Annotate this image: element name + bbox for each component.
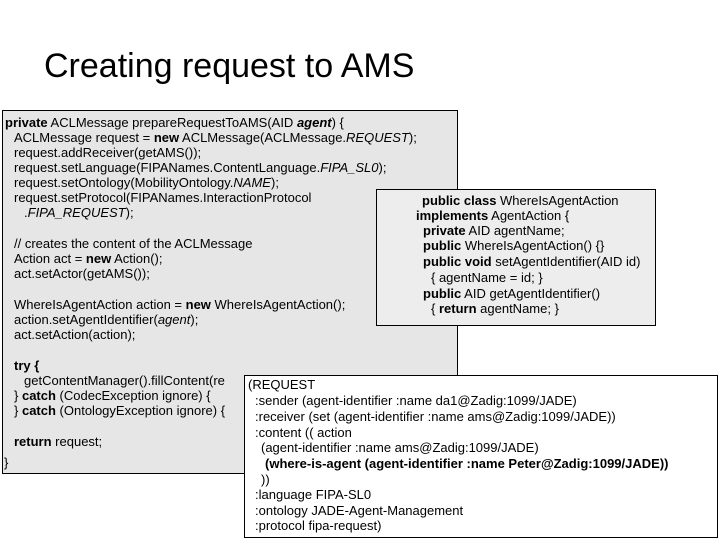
acl-line: :language FIPA-SL0 bbox=[255, 487, 372, 502]
acl-line: :ontology JADE-Agent-Management bbox=[255, 503, 464, 518]
code-line: return request; bbox=[14, 434, 103, 449]
slide-title: Creating request to AMS bbox=[44, 47, 415, 85]
code-line: act.setAction(action); bbox=[14, 327, 136, 342]
class-line: public AID getAgentIdentifier() bbox=[423, 286, 601, 301]
class-line: { return agentName; } bbox=[431, 301, 559, 316]
code-line: } catch (CodecException ignore) { bbox=[14, 388, 211, 403]
class-line: implements AgentAction { bbox=[416, 208, 570, 223]
acl-line: :receiver (set (agent-identifier :name a… bbox=[255, 409, 616, 424]
code-line: .FIPA_REQUEST); bbox=[24, 205, 134, 220]
acl-line: (where-is-agent (agent-identifier :name … bbox=[265, 456, 669, 471]
acl-message-box: (REQUEST :sender (agent-identifier :name… bbox=[244, 375, 718, 538]
class-definition-box: public class WhereIsAgentAction implemen… bbox=[376, 189, 656, 326]
class-line: public class WhereIsAgentAction bbox=[422, 193, 619, 208]
code-line: Action act = new Action(); bbox=[14, 251, 163, 266]
code-line: request.addReceiver(getAMS()); bbox=[14, 145, 202, 160]
code-closing-brace: } bbox=[4, 455, 9, 470]
acl-line: :sender (agent-identifier :name da1@Zadi… bbox=[255, 393, 577, 408]
code-line: private ACLMessage prepareRequestToAMS(A… bbox=[5, 115, 344, 130]
code-line: } catch (OntologyException ignore) { bbox=[14, 403, 226, 418]
code-line: request.setOntology(MobilityOntology.NAM… bbox=[14, 175, 279, 190]
acl-line: (REQUEST bbox=[248, 377, 316, 392]
code-line: WhereIsAgentAction action = new WhereIsA… bbox=[14, 297, 346, 312]
code-line: act.setActor(getAMS()); bbox=[14, 266, 150, 281]
class-line: private AID agentName; bbox=[423, 223, 565, 238]
code-line: getContentManager().fillContent(re bbox=[24, 373, 225, 388]
acl-line: (agent-identifier :name ams@Zadig:1099/J… bbox=[261, 440, 539, 455]
class-line: public void setAgentIdentifier(AID id) bbox=[423, 254, 641, 269]
acl-line: :protocol fipa-request) bbox=[255, 518, 382, 533]
code-line: request.setLanguage(FIPANames.ContentLan… bbox=[14, 160, 387, 175]
code-line: try { bbox=[14, 358, 40, 373]
class-line: { agentName = id; } bbox=[431, 270, 543, 285]
acl-line: :content (( action bbox=[255, 425, 352, 440]
code-comment: // creates the content of the ACLMessage bbox=[14, 236, 253, 251]
class-line: public WhereIsAgentAction() {} bbox=[423, 238, 605, 253]
code-line: action.setAgentIdentifier(agent); bbox=[14, 312, 199, 327]
code-line: ACLMessage request = new ACLMessage(ACLM… bbox=[14, 130, 417, 145]
acl-line: )) bbox=[261, 472, 270, 487]
code-line: request.setProtocol(FIPANames.Interactio… bbox=[14, 190, 312, 205]
